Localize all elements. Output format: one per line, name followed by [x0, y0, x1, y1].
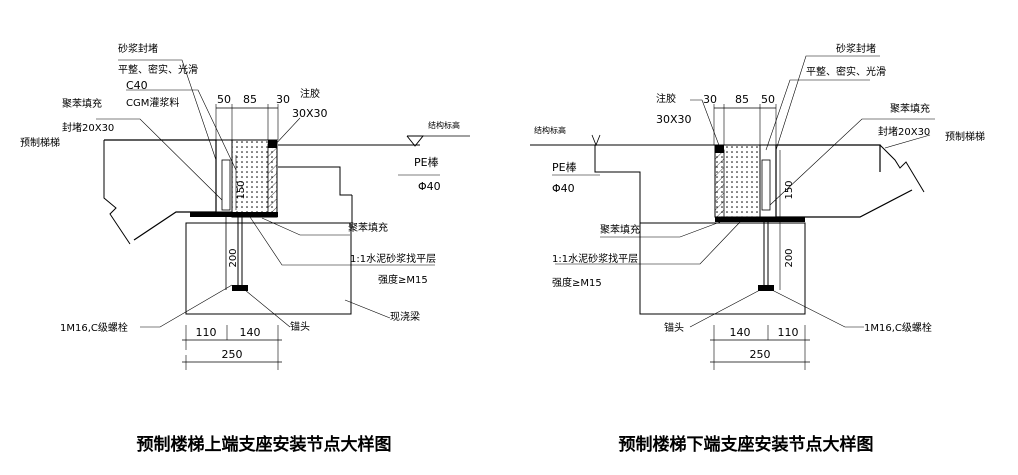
- left-dim-150: 150: [236, 180, 247, 199]
- right-label-pe-dia: Φ40: [552, 182, 575, 195]
- left-label-c40: C40: [126, 79, 148, 92]
- left-label-cast-beam: 现浇梁: [390, 310, 420, 323]
- left-dim-200: 200: [228, 248, 239, 267]
- left-label-leveling: 1:1水泥砂浆找平层: [350, 252, 436, 265]
- right-dim-bottom-1: 140: [730, 326, 751, 339]
- right-anchor-head: [758, 285, 774, 291]
- left-label-glue: 注胶: [300, 87, 320, 100]
- right-precast-stair: [775, 145, 913, 218]
- left-dim-total: 250: [222, 348, 243, 361]
- left-label-mortar-seal: 砂浆封堵: [118, 42, 158, 55]
- right-dim-bottom-2: 110: [778, 326, 799, 339]
- right-dim-total: 250: [750, 348, 771, 361]
- right-caption: 预制楼梯下端支座安装节点大样图: [619, 434, 874, 455]
- left-dim-bottom-2: 140: [240, 326, 261, 339]
- left-label-bolt: 1M16,C级螺栓: [60, 321, 128, 334]
- left-label-cgm: CGM灌浆料: [126, 96, 179, 109]
- left-label-foam-fill: 聚苯填充: [62, 97, 102, 110]
- left-detail: 50 85 30 150 200 110 140 250 砂浆封堵 平整、密实、…: [20, 42, 470, 455]
- left-label-mortar-finish: 平整、密实、光滑: [118, 63, 198, 76]
- right-label-pe-rod: PE棒: [552, 160, 577, 174]
- right-label-anchor: 锚头: [664, 322, 684, 334]
- left-label-struct-level: 结构标高: [428, 120, 460, 130]
- left-label-precast-stair: 预制梯梯: [20, 136, 60, 149]
- left-label-glue-size: 30X30: [292, 107, 328, 120]
- left-dim-top-3: 30: [276, 93, 290, 106]
- left-label-pe-dia: Φ40: [418, 180, 441, 193]
- right-dim-150: 150: [784, 180, 795, 199]
- right-label-foam-fill: 聚苯填充: [890, 102, 930, 115]
- right-label-mortar-finish: 平整、密实、光滑: [806, 65, 886, 78]
- right-label-precast-stair: 预制梯梯: [945, 130, 985, 143]
- right-label-bolt: 1M16,C级螺栓: [864, 321, 932, 334]
- left-caption: 预制楼梯上端支座安装节点大样图: [137, 434, 392, 455]
- left-dim-bottom-1: 110: [196, 326, 217, 339]
- right-dim-top-2: 85: [735, 93, 749, 106]
- left-label-pe-rod: PE棒: [414, 155, 439, 169]
- right-dim-200: 200: [784, 248, 795, 267]
- right-label-mortar-seal: 砂浆封堵: [836, 42, 876, 55]
- left-label-seal: 封堵20X30: [62, 121, 114, 134]
- right-leveling-layer: [715, 217, 805, 222]
- right-label-glue: 注胶: [656, 92, 676, 105]
- right-label-foam-fill-2: 聚苯填充: [600, 223, 640, 236]
- left-leveling-layer: [190, 212, 278, 217]
- left-label-anchor: 锚头: [290, 321, 310, 333]
- right-detail: 30 85 50 150 200 140 110 250 砂浆封堵 平整、密实、…: [530, 42, 985, 455]
- right-label-glue-size: 30X30: [656, 113, 692, 126]
- left-cast-beam: [185, 222, 352, 315]
- right-label-seal: 封堵20X30: [878, 125, 930, 138]
- right-label-strength: 强度≥M15: [552, 276, 602, 289]
- left-label-foam-fill-2: 聚苯填充: [348, 221, 388, 234]
- right-dim-top-3: 50: [761, 93, 775, 106]
- right-dim-top-1: 30: [703, 93, 717, 106]
- right-label-leveling: 1:1水泥砂浆找平层: [552, 252, 638, 265]
- left-dim-top-2: 85: [243, 93, 257, 106]
- left-dim-top-1: 50: [217, 93, 231, 106]
- right-label-struct-level: 结构标高: [534, 125, 566, 135]
- left-label-strength: 强度≥M15: [378, 273, 428, 286]
- left-anchor-head: [232, 285, 248, 291]
- left-precast-stair: [104, 139, 217, 241]
- right-level-symbol: [591, 134, 601, 147]
